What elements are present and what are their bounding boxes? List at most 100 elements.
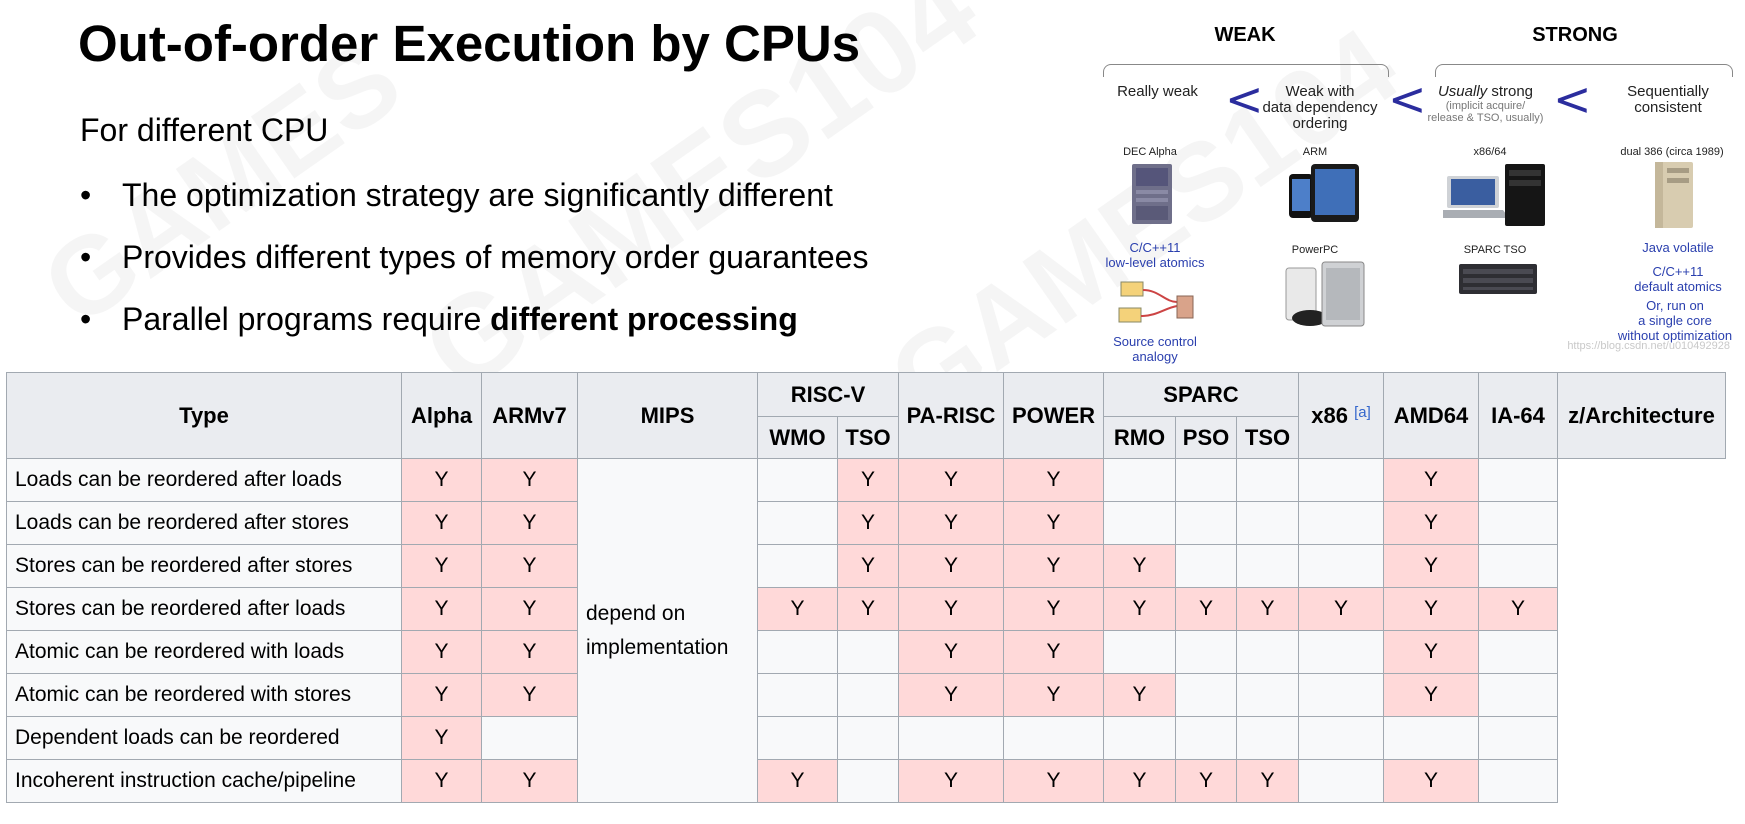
table-cell: Y	[401, 716, 482, 760]
table-cell: Y	[481, 587, 578, 631]
table-cell: Y	[1383, 630, 1479, 674]
bullet-bold-text: different processing	[490, 301, 798, 337]
table-cell	[1478, 630, 1558, 674]
chevron-left-icon: <	[1388, 72, 1427, 126]
table-cell	[1236, 673, 1299, 717]
table-cell	[1383, 716, 1479, 760]
table-cell	[1478, 673, 1558, 717]
table-cell	[1175, 630, 1237, 674]
table-cell: Y	[481, 458, 578, 502]
phone-tablet-icon	[1289, 164, 1359, 222]
table-cell: Y	[898, 673, 1004, 717]
chevron-left-icon: <	[1553, 72, 1592, 126]
source-control-analogy-icon	[1118, 281, 1194, 323]
table-cell: Y	[1003, 458, 1104, 502]
table-cell: Y	[898, 759, 1004, 803]
table-cell: Y	[757, 759, 838, 803]
table-cell: Y	[481, 630, 578, 674]
table-cell: Y	[401, 759, 482, 803]
table-cell	[1298, 501, 1384, 545]
bullet-dot: •	[80, 301, 92, 337]
category-sequentially-consistent: Sequentially consistent	[1627, 83, 1709, 116]
device-label-dual-386: dual 386 (circa 1989)	[1620, 146, 1724, 158]
table-cell: Y	[1003, 673, 1104, 717]
table-cell: Y	[757, 587, 838, 631]
table-cell	[1175, 716, 1237, 760]
table-cell	[837, 630, 899, 674]
device-label-powerpc: PowerPC	[1291, 244, 1339, 256]
header-risc-v: RISC-V	[757, 372, 899, 417]
table-cell: Y	[1103, 673, 1176, 717]
slide-subtitle: For different CPU	[80, 112, 329, 148]
header-sparc-tso: TSO	[1236, 416, 1299, 459]
table-cell: Y	[401, 544, 482, 588]
table-cell: Y	[1298, 587, 1384, 631]
table-cell: Y	[1236, 587, 1299, 631]
table-cell: Y	[898, 544, 1004, 588]
note-default-atomics: C/C++11 default atomics	[1634, 264, 1722, 294]
weak-heading: WEAK	[1214, 24, 1276, 46]
game-console-tower-icon	[1285, 261, 1365, 327]
table-cell	[1175, 458, 1237, 502]
table-cell: Y	[1383, 501, 1479, 545]
table-cell	[1478, 716, 1558, 760]
row-label: Stores can be reordered after stores	[6, 544, 402, 588]
row-label: Loads can be reordered after loads	[6, 458, 402, 502]
device-label-arm: ARM	[1302, 146, 1328, 158]
table-cell	[1478, 501, 1558, 545]
weak-brace	[1103, 64, 1389, 77]
note-java-volatile: Java volatile	[1642, 240, 1714, 255]
table-cell: Y	[837, 458, 899, 502]
device-label-dec-alpha: DEC Alpha	[1123, 146, 1177, 158]
table-cell: Y	[1383, 673, 1479, 717]
table-cell: Y	[401, 501, 482, 545]
table-cell: Y	[401, 587, 482, 631]
bullet-text: Provides different types of memory order…	[122, 239, 869, 275]
laptop-desktop-icon	[1443, 164, 1545, 226]
table-cell: Y	[1003, 587, 1104, 631]
header-type: Type	[6, 372, 402, 459]
table-cell: Y	[481, 673, 578, 717]
table-cell: Y	[481, 501, 578, 545]
table-cell: Y	[1175, 587, 1237, 631]
table-cell	[1478, 544, 1558, 588]
table-cell	[1298, 759, 1384, 803]
footnote-link[interactable]: [a]	[1354, 403, 1371, 421]
table-cell: Y	[1003, 544, 1104, 588]
table-cell	[757, 630, 838, 674]
table-cell	[1298, 716, 1384, 760]
table-cell	[1175, 501, 1237, 545]
table-cell: Y	[898, 630, 1004, 674]
header-sparc-pso: PSO	[1175, 416, 1237, 459]
bullet-item: • Provides different types of memory ord…	[80, 232, 868, 294]
dual-386-tower-icon	[1655, 162, 1693, 228]
header-risc-v-wmo: WMO	[757, 416, 838, 459]
row-label: Loads can be reordered after stores	[6, 501, 402, 545]
table-cell: Y	[1175, 759, 1237, 803]
header-mips: MIPS	[577, 372, 758, 459]
table-cell	[1298, 544, 1384, 588]
header-armv7: ARMv7	[481, 372, 578, 459]
source-url-watermark: https://blog.csdn.net/u010492928	[1567, 340, 1730, 352]
table-cell	[837, 759, 899, 803]
table-cell	[1236, 630, 1299, 674]
bullet-text: The optimization strategy are significan…	[122, 177, 833, 213]
table-cell	[1236, 544, 1299, 588]
row-label: Atomic can be reordered with loads	[6, 630, 402, 674]
table-cell: Y	[401, 458, 482, 502]
table-cell	[1478, 458, 1558, 502]
strong-brace	[1435, 64, 1733, 77]
table-cell: Y	[1383, 759, 1479, 803]
bullet-text: Parallel programs require	[122, 301, 491, 337]
category-really-weak: Really weak	[1117, 83, 1198, 100]
note-single-core: Or, run on a single core without optimiz…	[1617, 298, 1733, 343]
table-cell: Y	[1103, 759, 1176, 803]
row-label: Incoherent instruction cache/pipeline	[6, 759, 402, 803]
table-cell	[1175, 544, 1237, 588]
